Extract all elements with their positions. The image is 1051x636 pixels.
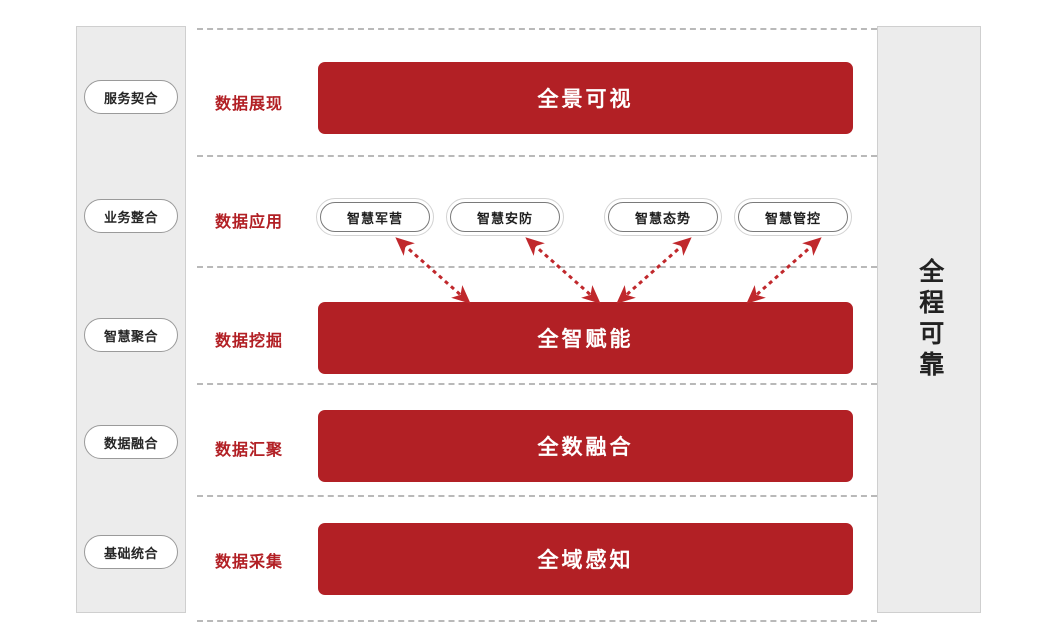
application-pill-inner: 智慧管控 [738,202,848,232]
application-pill-label: 智慧管控 [764,210,821,226]
application-pill-inner: 智慧安防 [450,202,560,232]
capability-bar-label: 全域感知 [537,549,634,572]
arrow-link-2 [525,237,601,304]
reliability-motto-text: 全程可靠 [915,257,944,382]
application-pill-label: 智慧安防 [476,210,533,226]
stage-label-4: 数据汇聚 [215,442,284,459]
separator-line-1 [197,28,877,30]
application-pill-4[interactable]: 智慧管控 [734,198,852,236]
capability-pill-label: 数据融合 [103,435,158,451]
capability-pill-label: 基础统合 [103,545,158,561]
arrow-link-1 [395,237,471,304]
capability-pill-4[interactable]: 数据融合 [84,425,178,459]
capability-pill-label: 智慧聚合 [103,328,158,344]
separator-line-3 [197,266,877,268]
application-pill-3[interactable]: 智慧态势 [604,198,722,236]
separator-line-4 [197,383,877,385]
arrow-link-4 [746,237,822,304]
arrow-link-3 [616,237,692,304]
application-pill-inner: 智慧军营 [320,202,430,232]
stage-label-2: 数据应用 [215,214,284,231]
capability-pill-label: 服务契合 [103,90,158,106]
stage-label-5: 数据采集 [215,554,284,571]
right-rail-background [877,26,981,613]
capability-pill-label: 业务整合 [103,209,158,225]
capability-bar-4[interactable]: 全数融合 [318,410,853,482]
stage-label-1: 数据展现 [215,96,284,113]
capability-bar-label: 全数融合 [537,436,634,459]
application-pill-1[interactable]: 智慧军营 [316,198,434,236]
separator-line-5 [197,495,877,497]
stage-label-3: 数据挖掘 [215,333,284,350]
application-pill-label: 智慧态势 [634,210,691,226]
capability-bar-1[interactable]: 全景可视 [318,62,853,134]
application-pill-label: 智慧军营 [346,210,403,226]
capability-pill-5[interactable]: 基础统合 [84,535,178,569]
capability-pill-2[interactable]: 业务整合 [84,199,178,233]
application-pill-2[interactable]: 智慧安防 [446,198,564,236]
capability-bar-label: 全景可视 [537,88,634,111]
capability-bar-5[interactable]: 全域感知 [318,523,853,595]
capability-bar-label: 全智赋能 [537,328,634,351]
capability-pill-3[interactable]: 智慧聚合 [84,318,178,352]
separator-line-6 [197,620,877,622]
separator-line-2 [197,155,877,157]
capability-pill-1[interactable]: 服务契合 [84,80,178,114]
reliability-motto: 全程可靠 [877,26,981,613]
capability-bar-3[interactable]: 全智赋能 [318,302,853,374]
application-pill-inner: 智慧态势 [608,202,718,232]
